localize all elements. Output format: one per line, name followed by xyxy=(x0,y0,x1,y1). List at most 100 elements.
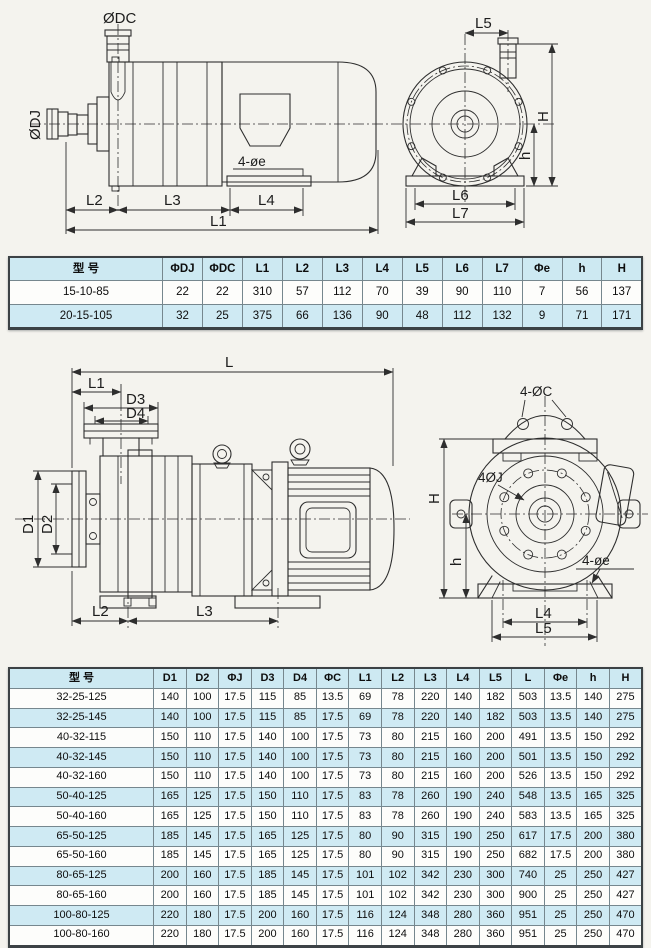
value-cell: 110 xyxy=(185,747,220,768)
value-cell: 150 xyxy=(153,747,187,768)
motor-fins xyxy=(287,474,371,584)
value-cell: 17.5 xyxy=(543,845,578,867)
value-cell: 110 xyxy=(283,786,317,808)
column-header: L1 xyxy=(241,256,283,282)
value-cell: 250 xyxy=(576,905,610,926)
value-cell: 682 xyxy=(511,845,545,867)
value-cell: 17.5 xyxy=(218,766,252,788)
column-header: L6 xyxy=(441,256,483,282)
value-cell: 125 xyxy=(283,826,317,847)
value-cell: 150 xyxy=(576,766,610,788)
value-cell: 13.5 xyxy=(315,687,350,709)
junction-box xyxy=(595,464,635,526)
column-header: ΦJ xyxy=(218,667,252,689)
value-cell: 100 xyxy=(283,747,317,768)
value-cell: 100 xyxy=(283,727,317,749)
value-cell: 145 xyxy=(185,845,220,867)
column-header: 型 号 xyxy=(8,256,163,282)
column-header: L2 xyxy=(380,667,415,689)
value-cell: 13.5 xyxy=(543,727,578,749)
value-cell: 39 xyxy=(401,280,443,305)
value-cell: 185 xyxy=(250,865,285,887)
value-cell: 17.5 xyxy=(218,806,252,828)
value-cell: 25 xyxy=(201,303,243,330)
value-cell: 165 xyxy=(153,806,187,828)
value-cell: 220 xyxy=(153,905,187,926)
model-cell: 65-50-160 xyxy=(8,845,154,867)
value-cell: 71 xyxy=(561,303,603,330)
dim-label-h-total: H xyxy=(535,111,552,122)
value-cell: 140 xyxy=(446,687,480,709)
value-cell: 200 xyxy=(153,865,187,887)
model-cell: 80-65-160 xyxy=(8,885,154,907)
value-cell: 17.5 xyxy=(315,826,350,847)
value-cell: 78 xyxy=(380,786,415,808)
value-cell: 80 xyxy=(348,826,382,847)
value-cell: 17.5 xyxy=(218,707,252,729)
value-cell: 7 xyxy=(521,280,563,305)
value-cell: 185 xyxy=(153,826,187,847)
value-cell: 17.5 xyxy=(315,727,350,749)
dim-label-odc: ØDC xyxy=(103,10,137,27)
value-cell: 90 xyxy=(441,280,483,305)
value-cell: 145 xyxy=(283,885,317,907)
value-cell: 83 xyxy=(348,786,382,808)
model-cell: 65-50-125 xyxy=(8,826,154,847)
dim-label-l1-2: L1 xyxy=(88,375,105,392)
value-cell: 22 xyxy=(201,280,243,305)
value-cell: 116 xyxy=(348,924,382,947)
dim-label-l5-2: L5 xyxy=(535,620,552,637)
dim-label-l5: L5 xyxy=(475,15,492,32)
model-cell: 100-80-160 xyxy=(8,924,154,947)
value-cell: 17.5 xyxy=(218,924,252,947)
value-cell: 200 xyxy=(478,727,513,749)
value-cell: 200 xyxy=(153,885,187,907)
value-cell: 136 xyxy=(321,303,363,330)
model-cell: 20-15-105 xyxy=(8,303,163,330)
value-cell: 427 xyxy=(608,885,643,907)
value-cell: 220 xyxy=(153,924,187,947)
value-cell: 13.5 xyxy=(543,766,578,788)
column-header: L5 xyxy=(478,667,513,689)
value-cell: 140 xyxy=(153,707,187,729)
value-cell: 17.5 xyxy=(218,747,252,768)
value-cell: 80 xyxy=(380,766,415,788)
value-cell: 90 xyxy=(361,303,403,330)
column-header: D2 xyxy=(185,667,220,689)
value-cell: 17.5 xyxy=(218,885,252,907)
value-cell: 17.5 xyxy=(315,905,350,926)
value-cell: 85 xyxy=(283,687,317,709)
dim-label-h-base: h xyxy=(517,152,534,160)
value-cell: 280 xyxy=(446,924,480,947)
dim-label-d4: D4 xyxy=(126,405,145,422)
value-cell: 57 xyxy=(281,280,323,305)
value-cell: 160 xyxy=(446,727,480,749)
value-cell: 13.5 xyxy=(543,687,578,709)
value-cell: 9 xyxy=(521,303,563,330)
value-cell: 200 xyxy=(576,845,610,867)
value-cell: 220 xyxy=(413,707,448,729)
dim-label-l: L xyxy=(225,354,233,371)
value-cell: 951 xyxy=(511,924,545,947)
value-cell: 230 xyxy=(446,865,480,887)
model-cell: 40-32-160 xyxy=(8,766,154,788)
dim-label-l3-2: L3 xyxy=(196,603,213,620)
value-cell: 190 xyxy=(446,826,480,847)
value-cell: 116 xyxy=(348,905,382,926)
value-cell: 17.5 xyxy=(218,865,252,887)
value-cell: 83 xyxy=(348,806,382,828)
column-header: H xyxy=(608,667,643,689)
value-cell: 140 xyxy=(250,727,285,749)
column-header: Φe xyxy=(543,667,578,689)
value-cell: 140 xyxy=(576,707,610,729)
value-cell: 250 xyxy=(478,845,513,867)
value-cell: 548 xyxy=(511,786,545,808)
value-cell: 220 xyxy=(413,687,448,709)
value-cell: 342 xyxy=(413,865,448,887)
value-cell: 185 xyxy=(250,885,285,907)
column-header: ΦDJ xyxy=(162,256,203,282)
value-cell: 165 xyxy=(250,826,285,847)
value-cell: 70 xyxy=(361,280,403,305)
